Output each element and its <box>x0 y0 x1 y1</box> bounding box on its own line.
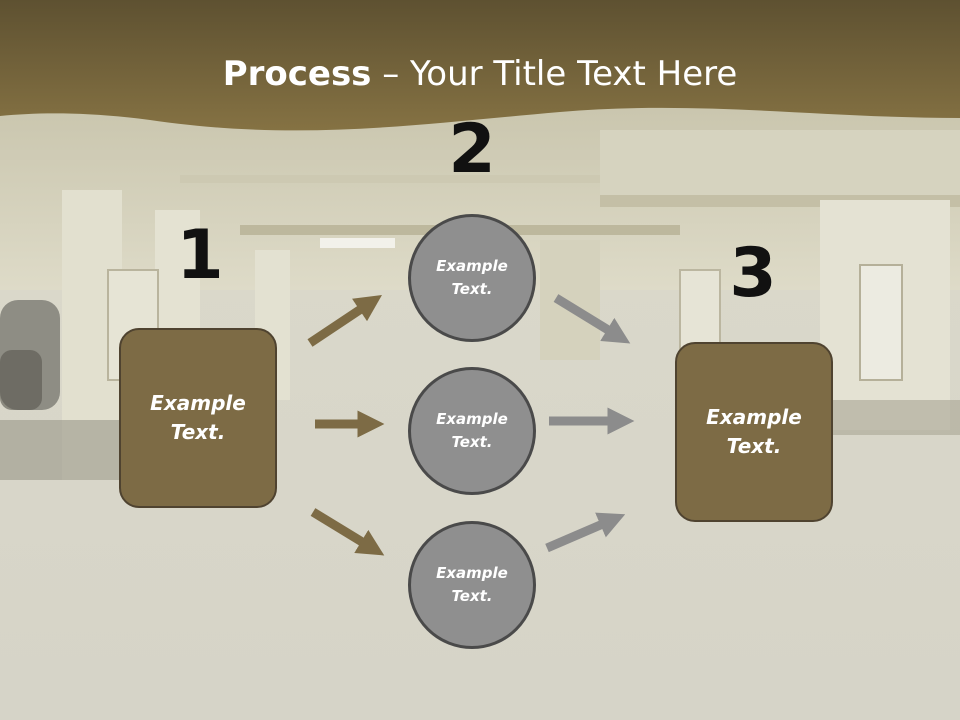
slide-title: Process – Your Title Text Here <box>0 52 960 96</box>
process-circle-middle-label: Example Text. <box>436 410 508 451</box>
process-box-left-label: Example Text. <box>150 391 246 444</box>
arrow-to-top-circle <box>307 295 382 347</box>
process-circle-top: Example Text. <box>408 214 536 342</box>
process-circle-bottom-label: Example Text. <box>436 564 508 605</box>
title-rest: – Your Title Text Here <box>371 54 738 94</box>
process-box-left: Example Text. <box>119 328 277 508</box>
arrow-to-bottom-circle <box>310 508 385 556</box>
arrow-from-top-circle <box>553 294 631 344</box>
process-circle-top-label: Example Text. <box>436 257 508 298</box>
title-bold: Process <box>222 54 372 94</box>
arrow-from-bottom-circle <box>545 512 626 553</box>
process-box-right-label: Example Text. <box>706 405 802 458</box>
process-circle-bottom: Example Text. <box>408 521 536 649</box>
step-number-2: 2 <box>448 110 496 189</box>
process-circle-middle: Example Text. <box>408 367 536 495</box>
process-box-right: Example Text. <box>675 342 833 522</box>
step-number-1: 1 <box>176 216 224 295</box>
step-number-3: 3 <box>729 234 777 313</box>
